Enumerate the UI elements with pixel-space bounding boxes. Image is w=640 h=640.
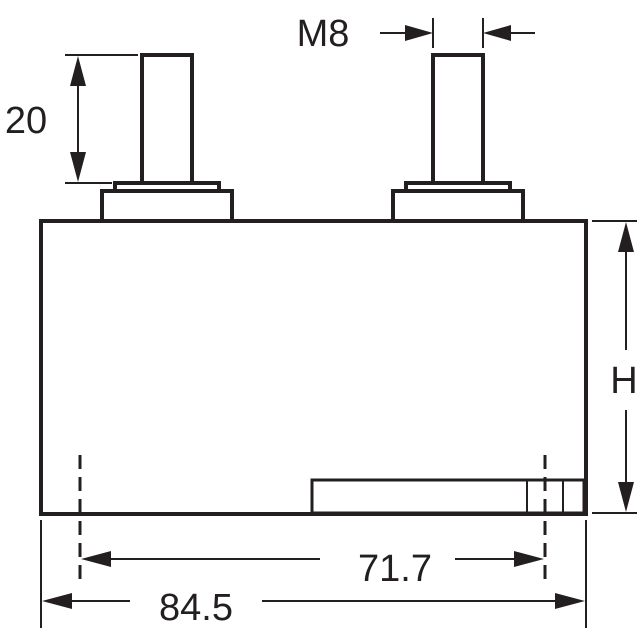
width-arrow-left [42,593,72,609]
thread-arrow-right [483,25,511,41]
stud-height-dimension: 20 [5,54,138,184]
height-label: H [610,360,637,402]
right-terminal-stud [431,53,485,185]
left-terminal [100,53,234,223]
pitch-arrow-left [81,551,111,567]
width-dimension: 84.5 [40,520,587,629]
width-arrow-right [555,593,585,609]
height-arrow-top [618,222,634,252]
right-terminal-base [391,189,525,223]
stud-height-label: 20 [5,100,47,142]
stud-height-arrow-bottom [70,152,86,182]
capacitor-body [39,219,588,516]
left-terminal-stud [140,53,194,185]
pitch-label: 71.7 [358,548,432,590]
width-label: 84.5 [159,587,233,629]
height-dimension: H [592,220,638,514]
thread-dimension: M8 [297,13,535,55]
mounting-bracket-plate [310,478,586,515]
right-terminal [391,53,525,223]
thread-arrow-left [405,25,433,41]
stud-height-arrow-top [70,56,86,86]
pitch-arrow-right [514,551,544,567]
left-terminal-base [100,189,234,223]
height-arrow-bottom [618,482,634,512]
mounting-bracket [310,478,586,515]
thread-label: M8 [297,13,350,55]
pitch-dimension: 71.7 [81,548,544,590]
